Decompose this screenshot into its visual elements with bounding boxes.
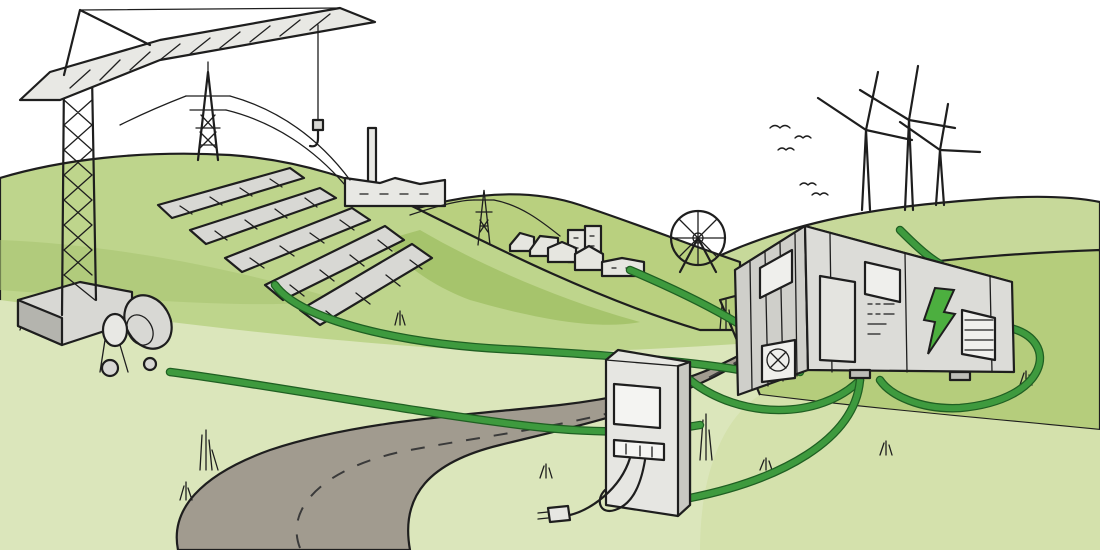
charging-station <box>537 348 692 524</box>
birds <box>769 124 829 196</box>
power-plug-icon <box>546 504 572 524</box>
energy-storage-container <box>733 224 1016 397</box>
road-centerline <box>295 359 741 549</box>
power-pylon <box>119 61 351 186</box>
lightning-bolt-icon <box>922 286 957 355</box>
concrete-mixer <box>99 294 173 378</box>
hill-shading <box>385 230 640 325</box>
wind-turbines <box>816 64 982 212</box>
factory <box>343 126 447 208</box>
solar-panel-array <box>156 166 434 327</box>
ferris-wheel <box>669 209 727 274</box>
distant-pylon <box>409 189 561 246</box>
right-hill-light <box>700 395 1100 550</box>
construction-crane <box>16 6 377 347</box>
